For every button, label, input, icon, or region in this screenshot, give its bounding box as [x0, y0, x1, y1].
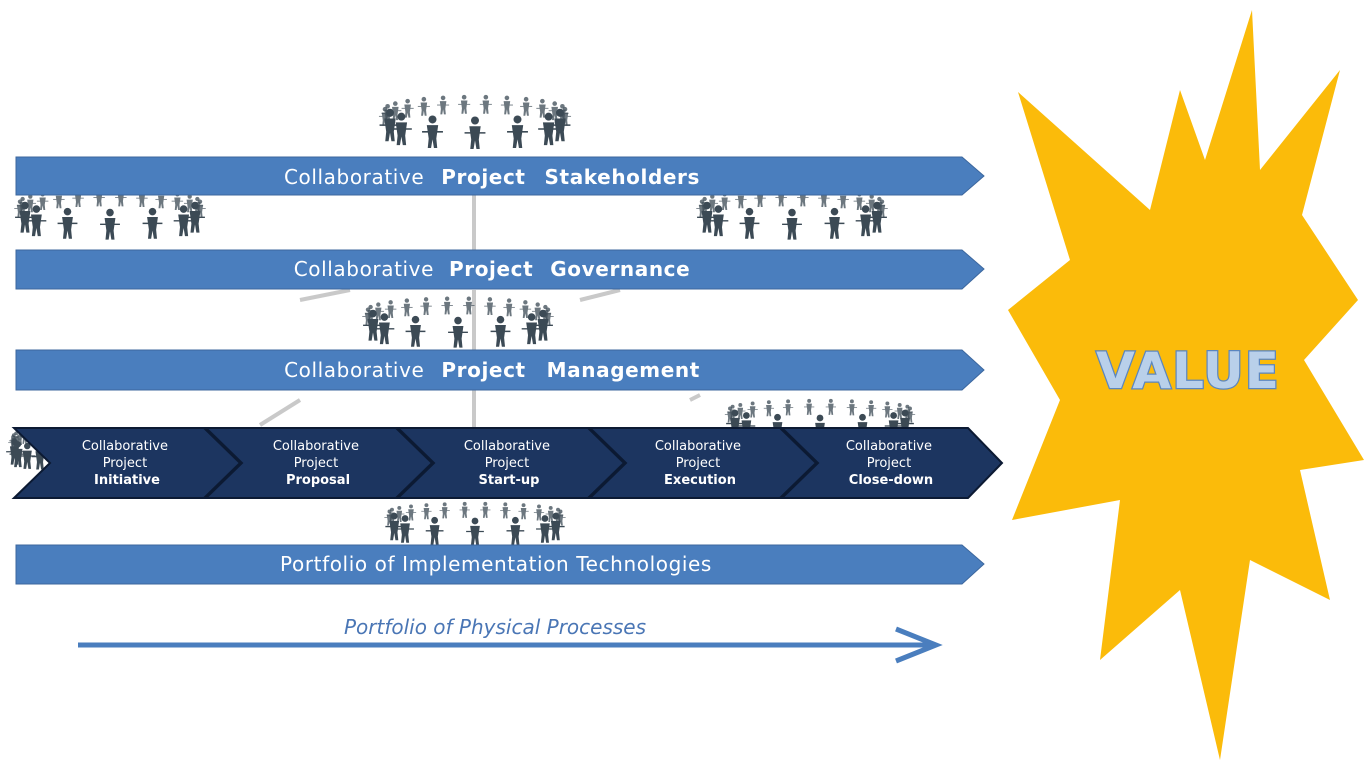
- people-circle-icon: [696, 188, 888, 240]
- band-stakeholders: Collaborative Project Stakeholders: [15, 156, 985, 196]
- phase-execution-chevron: [587, 427, 818, 499]
- phase-proposal-line2: Project: [294, 456, 338, 471]
- phase-startup-line3: Start-up: [479, 473, 540, 488]
- band-stakeholders-label: Collaborative Project Stakeholders: [284, 165, 700, 189]
- band-management-bold1: Project: [441, 358, 525, 382]
- band-governance-arrow: [15, 249, 985, 290]
- phase-proposal-chevron: [203, 427, 434, 499]
- band-management-label: Collaborative Project Management: [284, 358, 700, 382]
- phase-closedown-line3: Close-down: [849, 473, 933, 488]
- band-technologies-arrow: [15, 544, 985, 585]
- band-stakeholders-bold2: Stakeholders: [545, 165, 700, 189]
- band-governance-bold1: Project: [449, 257, 533, 281]
- process-arrow: Portfolio of Physical Processes: [78, 615, 943, 664]
- phase-proposal-label: Collaborative Project Proposal: [273, 439, 363, 488]
- value-label: VALUE: [1096, 342, 1280, 400]
- band-stakeholders-arrow: [15, 156, 985, 196]
- band-management-prefix: Collaborative: [284, 358, 424, 382]
- phase-closedown-line1: Collaborative: [846, 439, 932, 454]
- people-circle-icon: [14, 188, 206, 240]
- people-circle-icon: [362, 296, 554, 348]
- phase-startup-chevron: [395, 427, 626, 499]
- process-label: Portfolio of Physical Processes: [344, 615, 646, 639]
- phase-startup-label: Collaborative Project Start-up: [464, 439, 554, 488]
- phase-execution-line3: Execution: [664, 473, 736, 488]
- band-technologies: Portfolio of Implementation Technologies: [15, 544, 985, 585]
- phase-initiative-label: Collaborative Project Initiative: [82, 439, 172, 488]
- band-management-bold2: Management: [547, 358, 700, 382]
- phase-chevrons: Collaborative Project Initiative Collabo…: [11, 427, 1004, 499]
- phase-proposal-line1: Collaborative: [273, 439, 359, 454]
- phase-execution-line2: Project: [676, 456, 720, 471]
- phase-closedown-chevron: [779, 427, 1004, 499]
- phase-closedown-line2: Project: [867, 456, 911, 471]
- process-arrow-head: [895, 626, 943, 664]
- phase-initiative-line3: Initiative: [94, 473, 160, 488]
- phase-execution-label: Collaborative Project Execution: [655, 439, 745, 488]
- band-governance-prefix: Collaborative: [294, 257, 434, 281]
- band-governance-bold2: Governance: [550, 257, 690, 281]
- phase-closedown-label: Collaborative Project Close-down: [846, 439, 936, 488]
- phase-proposal-line3: Proposal: [286, 473, 350, 488]
- people-circle-icon: [384, 501, 566, 546]
- people-circle-icon: [378, 94, 572, 149]
- starburst-shape: [1008, 10, 1364, 760]
- phase-initiative-chevron: [11, 427, 242, 499]
- phase-initiative-line2: Project: [103, 456, 147, 471]
- phase-initiative-line1: Collaborative: [82, 439, 168, 454]
- phase-execution-line1: Collaborative: [655, 439, 741, 454]
- band-management-arrow: [15, 349, 985, 391]
- phase-startup-line1: Collaborative: [464, 439, 550, 454]
- band-technologies-label: Portfolio of Implementation Technologies: [280, 552, 712, 576]
- phase-startup-line2: Project: [485, 456, 529, 471]
- value-starburst: VALUE: [1008, 10, 1364, 760]
- band-stakeholders-bold1: Project: [441, 165, 525, 189]
- band-management: Collaborative Project Management: [15, 349, 985, 391]
- band-governance-label: Collaborative Project Governance: [294, 257, 691, 281]
- band-governance: Collaborative Project Governance: [15, 249, 985, 290]
- connector-lines: [258, 195, 701, 428]
- band-stakeholders-prefix: Collaborative: [284, 165, 424, 189]
